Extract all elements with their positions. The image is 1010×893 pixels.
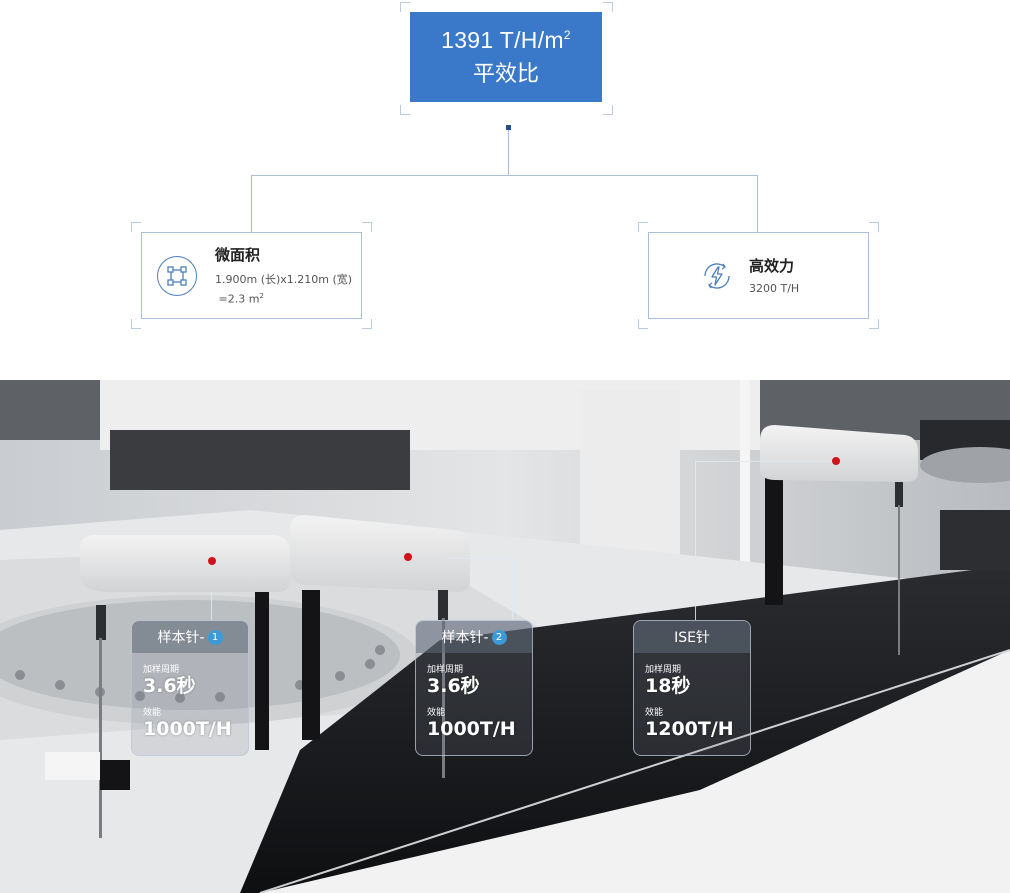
probe-info-1: 样本针-1 加样周期 3.6秒 效能 1000T/H: [131, 620, 249, 756]
connector-line: [508, 130, 509, 175]
hero-label: 平效比: [472, 61, 539, 87]
corner-bracket: [638, 319, 648, 329]
corner-bracket: [603, 2, 613, 12]
indicator-light: [208, 557, 216, 565]
corner-bracket: [362, 222, 372, 232]
connector-line: [251, 175, 758, 176]
corner-bracket: [400, 105, 410, 115]
feature-card-area: 微面积 1.900m (长)x1.210m (宽) =2.3 m2: [141, 232, 362, 319]
leader-line: [447, 558, 513, 559]
cycle-label: 加样周期: [645, 665, 682, 675]
analyzer-photo: 样本针-1 加样周期 3.6秒 效能 1000T/H 样本针-2 加样周期 3.…: [0, 380, 1010, 893]
leader-line: [512, 558, 513, 620]
efficiency-label: 效能: [427, 708, 446, 718]
leader-line: [211, 592, 212, 620]
cycle-value: 3.6秒: [427, 675, 480, 697]
efficiency-value: 1200T/H: [645, 718, 734, 740]
probe-title: ISE针: [634, 621, 750, 653]
probe-number-badge: 1: [207, 629, 223, 645]
indicator-light: [404, 553, 412, 561]
corner-bracket: [869, 319, 879, 329]
indicator-light: [832, 457, 840, 465]
area-icon: [157, 255, 197, 296]
card-title: 高效力: [749, 256, 795, 275]
corner-bracket: [131, 319, 141, 329]
probe-title: 样本针-1: [132, 621, 248, 653]
corner-bracket: [603, 105, 613, 115]
hero-metric-box: 1391 T/H/m2 平效比: [410, 12, 602, 102]
corner-bracket: [638, 222, 648, 232]
corner-bracket: [362, 319, 372, 329]
cycle-label: 加样周期: [427, 665, 464, 675]
cycle-label: 加样周期: [143, 665, 180, 675]
corner-bracket: [131, 222, 141, 232]
efficiency-label: 效能: [143, 708, 162, 718]
leader-line: [695, 461, 696, 620]
lightning-icon: [697, 256, 737, 296]
connector-line: [251, 175, 252, 232]
leader-line: [695, 461, 832, 462]
feature-card-efficiency: 高效力 3200 T/H: [648, 232, 869, 319]
cycle-value: 3.6秒: [143, 675, 196, 697]
probe-title: 样本针-2: [416, 621, 532, 653]
efficiency-value: 1000T/H: [427, 718, 516, 740]
card-title: 微面积: [215, 245, 261, 264]
card-description: 1.900m (长)x1.210m (宽) =2.3 m2: [215, 272, 353, 306]
connector-dot: [506, 125, 511, 130]
efficiency-label: 效能: [645, 708, 664, 718]
probe-number-badge: 2: [491, 629, 507, 645]
probe-info-2: 样本针-2 加样周期 3.6秒 效能 1000T/H: [415, 620, 533, 756]
corner-bracket: [400, 2, 410, 12]
analyzer-illustration: [0, 380, 1010, 893]
efficiency-value: 1000T/H: [143, 718, 232, 740]
card-description: 3200 T/H: [749, 281, 800, 295]
cycle-value: 18秒: [645, 675, 691, 697]
probe-info-ise: ISE针 加样周期 18秒 效能 1200T/H: [633, 620, 751, 756]
connector-line: [757, 175, 758, 232]
corner-bracket: [869, 222, 879, 232]
hero-value: 1391 T/H/m2: [441, 26, 571, 53]
